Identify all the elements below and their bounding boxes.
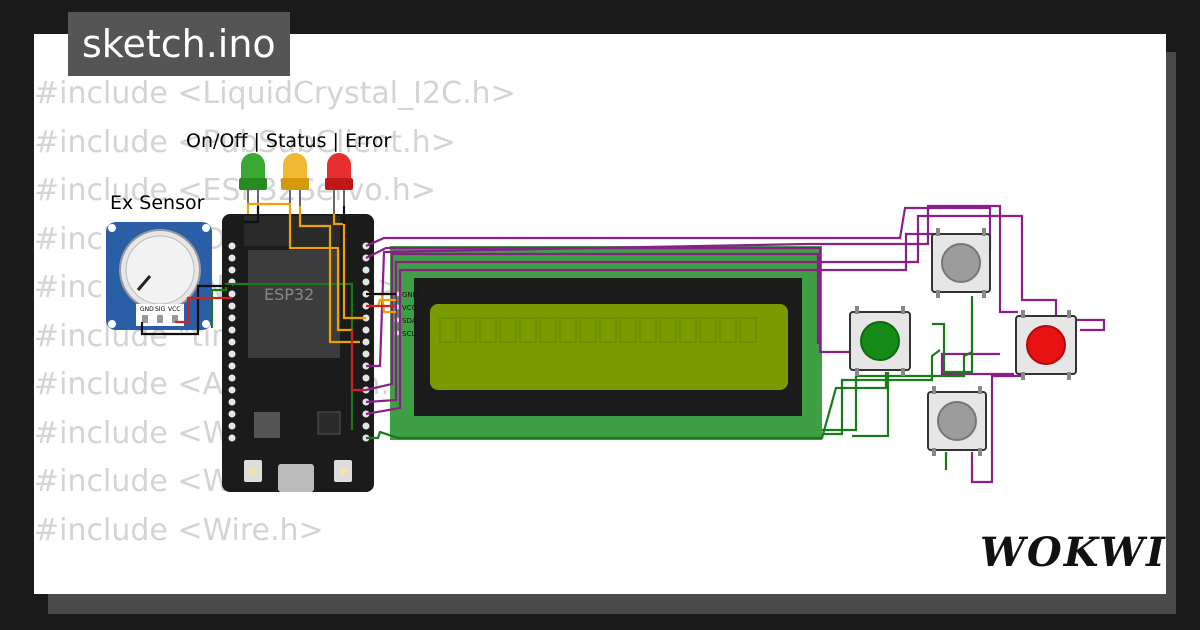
push-button-grey-bottom[interactable] [927,386,987,456]
wokwi-logo: WOKWI [980,529,1167,576]
black-wires [140,206,396,336]
potentiometer-sensor[interactable]: GND SIG VCC [106,222,212,330]
code-line: #include <LiquidCrystal_I2C.h> [34,76,516,111]
code-line: #include <ESP32Servo.h> [34,173,436,208]
lcd-pin-sda: SDA [402,317,417,325]
code-line: #include <PubSubClient.h> [34,124,456,160]
led-yellow[interactable] [281,153,309,214]
sensor-pin-label: SIG [155,306,166,313]
code-line: #include <Wire.h> [34,512,324,548]
green-wires [210,282,974,470]
led-green[interactable] [239,153,267,214]
push-button-green[interactable] [849,306,911,376]
sensor-pin-label: GND [140,306,154,313]
push-button-grey-top[interactable] [931,228,991,298]
red-wires [175,296,396,392]
led-red[interactable] [325,153,353,214]
sensor-pin-label: VCC [168,306,180,313]
lcd-pin-gnd: GND [402,291,418,299]
lcd-pin-vcc: VCC [402,304,417,312]
sensor-label: Ex Sensor [110,192,205,214]
file-tab[interactable]: sketch.ino [68,12,290,76]
lcd-pin-scl: SCL [402,330,415,338]
esp32-chip-label: ESP32 [264,285,314,304]
lcd-display[interactable]: GND VCC SDA SCL [390,246,822,440]
push-button-red[interactable] [1015,310,1077,380]
led-label: On/Off | Status | Error [186,130,392,152]
